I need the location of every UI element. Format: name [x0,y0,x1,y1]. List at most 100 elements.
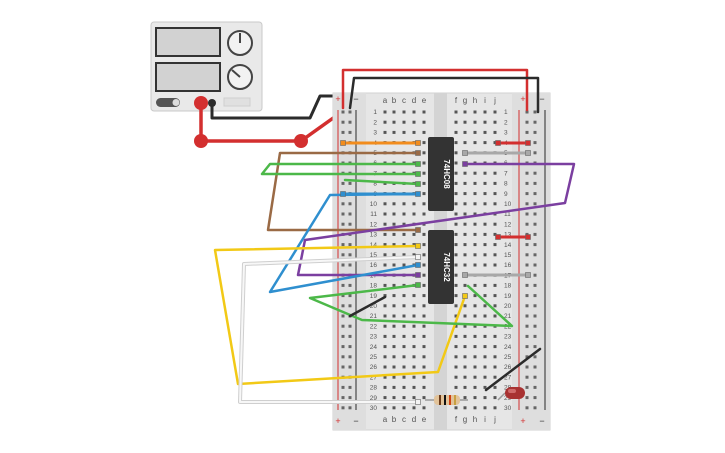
hole[interactable] [412,294,416,298]
hole[interactable] [483,324,487,328]
hole[interactable] [383,212,387,216]
rail-hole[interactable] [525,192,529,196]
hole[interactable] [463,222,467,226]
hole[interactable] [493,232,497,236]
hole[interactable] [463,181,467,185]
rail-hole[interactable] [533,324,537,328]
hole[interactable] [392,365,396,369]
hole[interactable] [454,375,458,379]
hole[interactable] [402,202,406,206]
rail-hole[interactable] [348,304,352,308]
hole[interactable] [383,130,387,134]
hole[interactable] [483,334,487,338]
power-supply[interactable] [150,21,263,112]
hole[interactable] [473,192,477,196]
rail-hole[interactable] [348,243,352,247]
hole[interactable] [473,314,477,318]
rail-hole[interactable] [348,212,352,216]
hole[interactable] [473,141,477,145]
hole[interactable] [454,365,458,369]
hole[interactable] [463,324,467,328]
hole[interactable] [422,130,426,134]
hole[interactable] [383,375,387,379]
rail-hole[interactable] [525,324,529,328]
hole[interactable] [422,283,426,287]
hole[interactable] [402,396,406,400]
hole[interactable] [422,151,426,155]
hole[interactable] [493,283,497,287]
hole[interactable] [383,355,387,359]
rail-hole[interactable] [348,324,352,328]
hole[interactable] [392,345,396,349]
hole[interactable] [454,192,458,196]
resistor[interactable] [425,395,468,405]
rail-hole[interactable] [525,171,529,175]
rail-hole[interactable] [341,243,345,247]
hole[interactable] [383,263,387,267]
hole[interactable] [383,385,387,389]
hole[interactable] [473,406,477,410]
hole[interactable] [493,130,497,134]
hole[interactable] [383,294,387,298]
hole[interactable] [473,232,477,236]
rail-hole[interactable] [341,385,345,389]
hole[interactable] [392,324,396,328]
hole[interactable] [412,396,416,400]
hole[interactable] [392,304,396,308]
wire-end[interactable] [415,140,421,146]
hole[interactable] [412,212,416,216]
hole[interactable] [463,202,467,206]
rail-hole[interactable] [533,334,537,338]
hole[interactable] [493,375,497,379]
rail-hole[interactable] [348,120,352,124]
rail-hole[interactable] [348,406,352,410]
hole[interactable] [473,365,477,369]
rail-hole[interactable] [525,243,529,247]
hole[interactable] [473,355,477,359]
hole[interactable] [493,406,497,410]
rail-hole[interactable] [341,396,345,400]
hole[interactable] [402,253,406,257]
hole[interactable] [463,130,467,134]
hole[interactable] [463,212,467,216]
rail-hole[interactable] [341,181,345,185]
hole[interactable] [473,345,477,349]
rail-hole[interactable] [525,263,529,267]
rail-hole[interactable] [341,406,345,410]
hole[interactable] [422,263,426,267]
hole[interactable] [483,141,487,145]
rail-hole[interactable] [533,345,537,349]
hole[interactable] [392,396,396,400]
rail-hole[interactable] [533,232,537,236]
hole[interactable] [392,375,396,379]
hole[interactable] [454,355,458,359]
hole[interactable] [463,385,467,389]
wire-end[interactable] [462,150,468,156]
hole[interactable] [454,181,458,185]
hole[interactable] [412,120,416,124]
hole[interactable] [493,141,497,145]
wire-end[interactable] [415,399,421,405]
hole[interactable] [402,304,406,308]
hole[interactable] [463,192,467,196]
hole[interactable] [422,365,426,369]
rail-hole[interactable] [348,263,352,267]
hole[interactable] [493,304,497,308]
hole[interactable] [454,120,458,124]
rail-hole[interactable] [533,396,537,400]
hole[interactable] [383,120,387,124]
hole[interactable] [483,396,487,400]
hole[interactable] [412,253,416,257]
rail-hole[interactable] [341,304,345,308]
hole[interactable] [483,171,487,175]
hole[interactable] [402,314,406,318]
hole[interactable] [483,253,487,257]
hole[interactable] [422,294,426,298]
wire-end[interactable] [340,191,346,197]
rail-hole[interactable] [525,355,529,359]
rail-hole[interactable] [525,314,529,318]
hole[interactable] [402,263,406,267]
hole[interactable] [392,314,396,318]
hole[interactable] [422,192,426,196]
wire-end[interactable] [462,161,468,167]
